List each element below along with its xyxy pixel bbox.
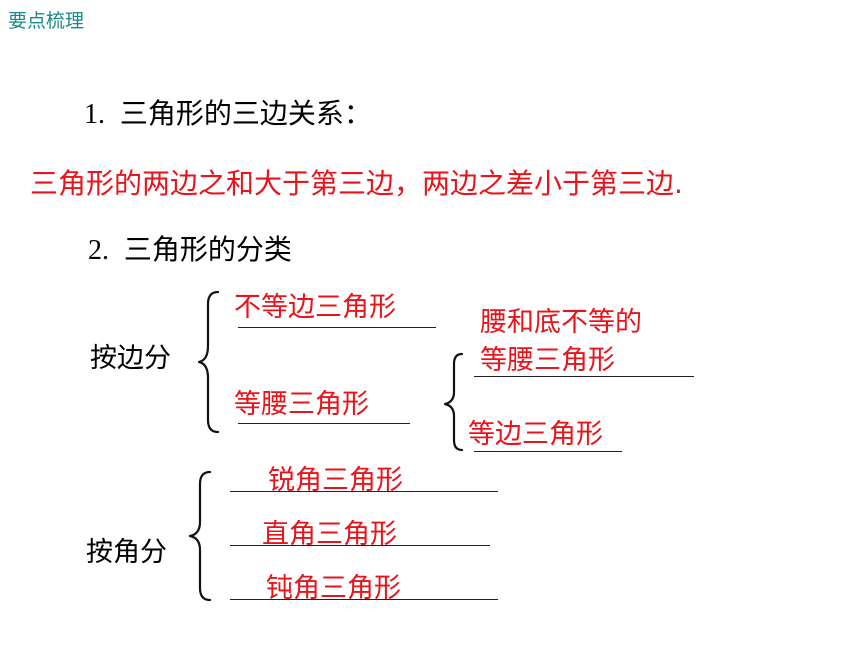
answer-isosceles: 等腰三角形 [234,389,369,420]
heading-triangle-classification: 2. 三角形的分类 [88,228,292,268]
heading-number: 1. [84,99,105,130]
answer-blank-line [230,545,490,546]
answer-isosceles-non-equilateral-line1: 腰和底不等的 [480,307,642,338]
answer-scalene: 不等边三角形 [234,292,396,323]
answer-blank-line [474,376,694,377]
answer-right: 直角三角形 [262,519,397,550]
brace-by-angle [188,470,212,602]
answer-blank-line [238,327,436,328]
answer-equilateral: 等边三角形 [468,419,603,450]
heading-number: 2. [88,235,109,266]
answer-obtuse: 钝角三角形 [266,573,401,604]
answer-acute: 锐角三角形 [268,465,403,496]
brace-isosceles [443,352,464,452]
answer-blank-line [474,451,622,452]
section-header: 要点梳理 [8,10,85,32]
answer-isosceles-non-equilateral-line2: 等腰三角形 [480,345,615,376]
triangle-inequality-rule: 三角形的两边之和大于第三边，两边之差小于第三边. [30,167,683,200]
heading-triangle-sides: 1. 三角形的三边关系： [84,92,372,132]
answer-blank-line [230,599,498,600]
label-by-angle: 按角分 [86,537,167,568]
heading-text: 三角形的三边关系： [119,97,372,130]
heading-text: 三角形的分类 [123,233,292,266]
answer-blank-line [230,491,498,492]
label-by-side: 按边分 [90,343,171,374]
answer-blank-line [238,423,410,424]
brace-by-side [197,290,220,434]
